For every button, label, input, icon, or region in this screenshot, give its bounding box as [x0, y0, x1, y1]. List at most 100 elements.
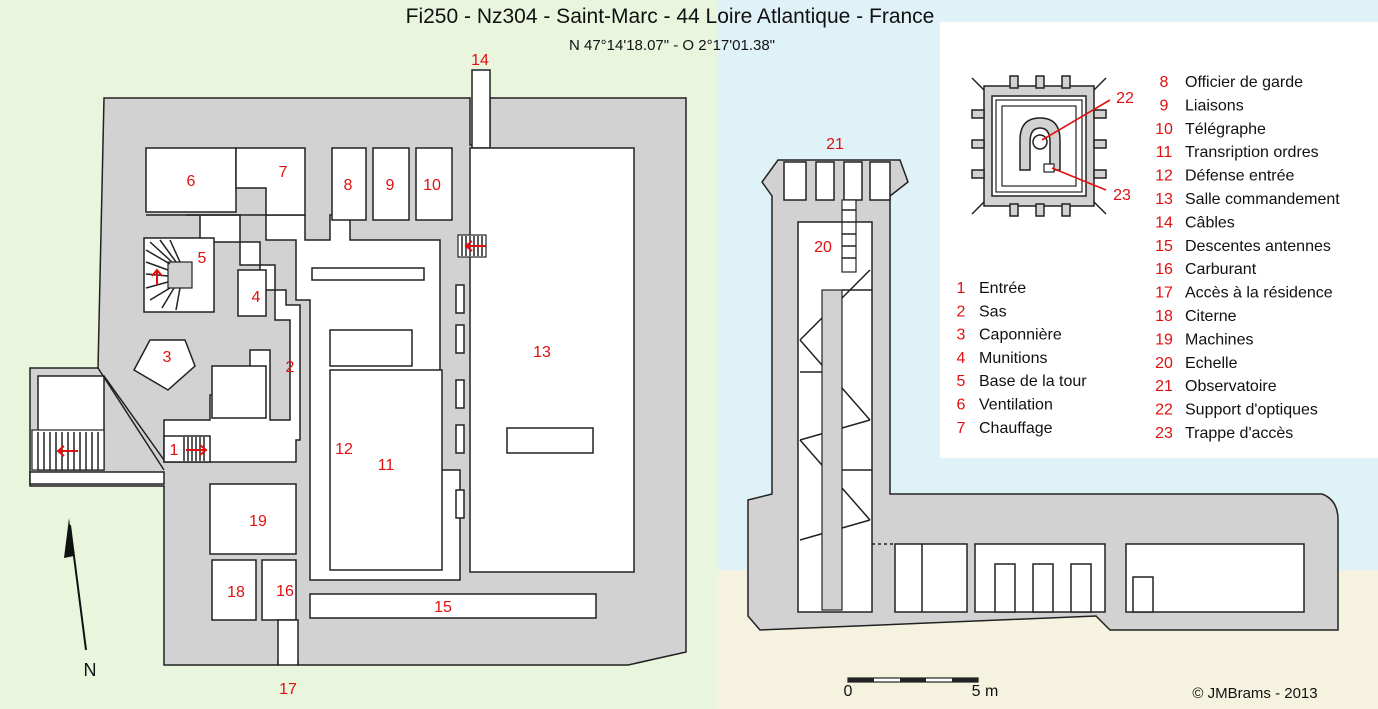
legend-number: 7	[957, 420, 966, 437]
entrance-1-steps	[183, 437, 208, 461]
label-17: 17	[279, 681, 297, 698]
room-11	[329, 369, 443, 571]
legend-number: 14	[1155, 214, 1173, 231]
legend-text: Support d'optiques	[1185, 402, 1318, 419]
legend-right: 8 Officier de garde 9 Liaisons 10 Télégraphe 1…	[1155, 74, 1340, 442]
label-22: 22	[1116, 90, 1134, 107]
tower-top-view: 22 23	[971, 75, 1134, 217]
label-13: 13	[533, 344, 551, 361]
spiral-staircase	[143, 237, 215, 313]
observatory-slot-mid	[815, 161, 835, 201]
legend-number: 18	[1155, 308, 1173, 325]
scale-five: 5 m	[972, 683, 999, 700]
legend-text: Machines	[1185, 331, 1253, 348]
coordinates: N 47°14'18.07" - O 2°17'01.38"	[569, 37, 775, 54]
label-9: 9	[386, 177, 395, 194]
entrance-stairs	[31, 429, 105, 471]
legend-text: Transription ordres	[1185, 144, 1319, 161]
legend-text: Liaisons	[1185, 97, 1244, 114]
label-12: 12	[335, 441, 353, 458]
legend-text: Défense entrée	[1185, 168, 1295, 185]
legend-text: Carburant	[1185, 261, 1257, 278]
scale-zero: 0	[844, 683, 853, 700]
legend-number: 15	[1155, 238, 1173, 255]
legend-number: 8	[1160, 74, 1169, 91]
tower-and-bunker-walls	[747, 159, 1339, 631]
legend-text: Descentes antennes	[1185, 238, 1331, 255]
legend-text: Câbles	[1185, 214, 1235, 231]
scale-bar: 0 5 m	[844, 677, 999, 700]
room-10	[415, 147, 453, 221]
room-16	[261, 559, 297, 621]
copyright: © JMBrams - 2013	[1192, 685, 1317, 702]
legend-number: 1	[957, 280, 966, 297]
room-13	[469, 147, 635, 573]
gallery-cabinet	[1132, 576, 1154, 613]
legend-text: Accès à la résidence	[1185, 285, 1333, 302]
gallery-door-2	[1032, 563, 1054, 613]
legend-text: Entrée	[979, 280, 1026, 297]
label-16: 16	[276, 583, 294, 600]
legend-number: 10	[1155, 121, 1173, 138]
page-title: Fi250 - Nz304 - Saint-Marc - 44 Loire At…	[406, 5, 935, 28]
observatory-slot-mid2	[843, 161, 863, 201]
section-view: 2 1 20	[747, 136, 1339, 631]
observatory-slot-left	[783, 161, 807, 201]
legend-number: 17	[1155, 285, 1173, 302]
label-23: 23	[1113, 187, 1131, 204]
room-3	[132, 339, 196, 391]
label-5: 5	[198, 250, 207, 267]
label-4: 4	[252, 289, 261, 306]
legend-text: Télégraphe	[1185, 121, 1266, 138]
label-7: 7	[279, 164, 288, 181]
room-2-sas	[211, 365, 267, 419]
label-20: 20	[814, 239, 832, 256]
legend-number: 23	[1155, 425, 1173, 442]
gallery-1	[894, 543, 968, 613]
room-7	[235, 147, 306, 216]
legend-number: 12	[1155, 168, 1173, 185]
gallery-door-3	[1070, 563, 1092, 613]
north-label: N	[84, 660, 97, 680]
observatory-slot-right	[869, 161, 891, 201]
room-19	[209, 483, 297, 555]
label-19: 19	[249, 513, 267, 530]
legend-number: 20	[1155, 355, 1173, 372]
legend-number: 6	[957, 397, 966, 414]
legend-number: 22	[1155, 402, 1173, 419]
legend-number: 5	[957, 373, 966, 390]
gallery-3	[1125, 543, 1305, 613]
room-15	[309, 593, 597, 619]
legend-text: Trappe d'accès	[1185, 425, 1293, 442]
label-14: 14	[471, 52, 489, 69]
room-8	[331, 147, 367, 221]
legend-number: 19	[1155, 331, 1173, 348]
legend-number: 16	[1155, 261, 1173, 278]
corridor-17	[277, 619, 299, 666]
duct-upper	[311, 267, 425, 281]
legend-number: 2	[957, 303, 966, 320]
legend-text: Salle commandement	[1185, 191, 1340, 208]
legend-text: Officier de garde	[1185, 74, 1303, 91]
label-6: 6	[187, 173, 196, 190]
label-18: 18	[227, 584, 245, 601]
label-8: 8	[344, 177, 353, 194]
legend-text: Base de la tour	[979, 373, 1087, 390]
room-9	[372, 147, 410, 221]
floor-plan: 6 7 8 9 10 14 13 5 4 3 2 1 12 11 19 18 1…	[29, 52, 687, 698]
entrance-walkway	[29, 471, 165, 485]
label-3: 3	[163, 349, 172, 366]
legend-number: 11	[1156, 144, 1173, 161]
label-15: 15	[434, 599, 452, 616]
room-4	[237, 269, 267, 317]
room-18	[211, 559, 257, 621]
legend-number: 9	[1160, 97, 1169, 114]
legend-text: Echelle	[1185, 355, 1238, 372]
label-11: 11	[378, 457, 395, 474]
label-10: 10	[423, 177, 441, 194]
legend-text: Munitions	[979, 350, 1047, 367]
cable-duct	[471, 69, 491, 149]
wall-niches	[455, 284, 465, 519]
